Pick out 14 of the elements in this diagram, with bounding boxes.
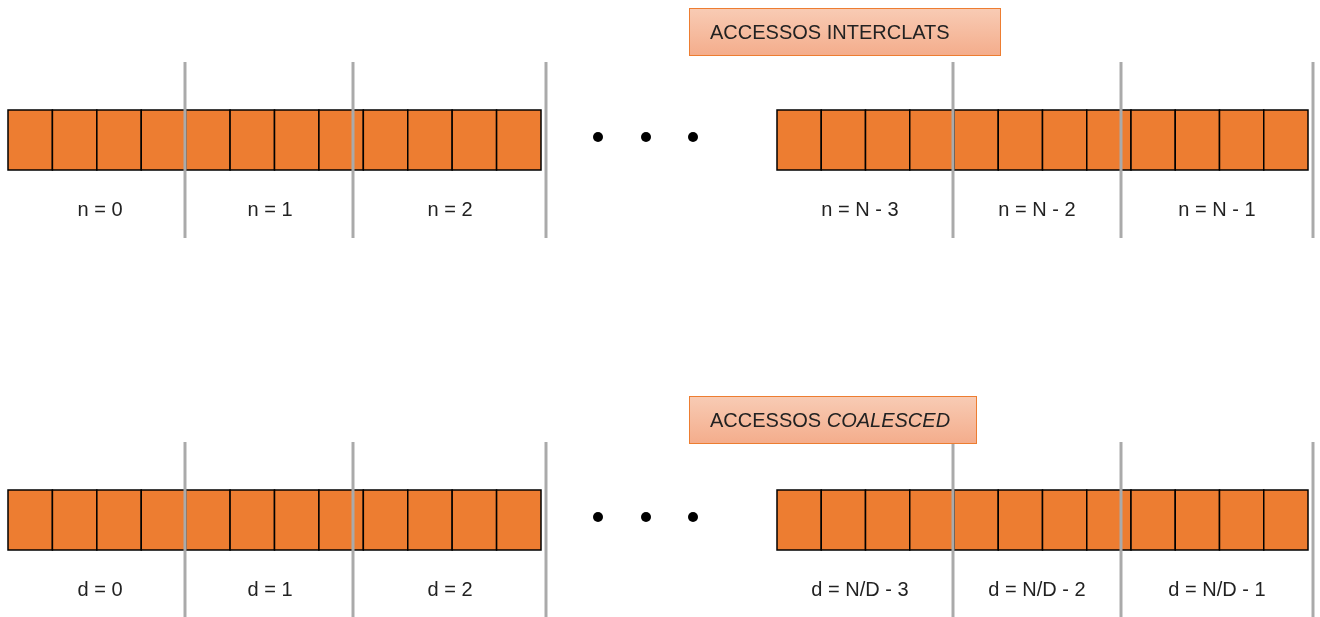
heading-box: ACCESSOS COALESCED — [689, 396, 977, 444]
index-label: n = 2 — [427, 198, 473, 221]
index-label: n = N - 3 — [821, 198, 899, 221]
index-label: d = 0 — [77, 578, 123, 601]
index-label: d = 2 — [427, 578, 473, 601]
index-label: d = N/D - 3 — [811, 578, 909, 601]
index-label: d = 1 — [247, 578, 293, 601]
index-label: n = 0 — [77, 198, 123, 221]
index-label: d = N/D - 2 — [988, 578, 1086, 601]
index-label: d = N/D - 1 — [1168, 578, 1266, 601]
heading-box: ACCESSOS INTERCLATS — [689, 8, 1001, 56]
index-label: n = N - 1 — [1178, 198, 1256, 221]
index-label: n = N - 2 — [998, 198, 1076, 221]
index-label: n = 1 — [247, 198, 293, 221]
